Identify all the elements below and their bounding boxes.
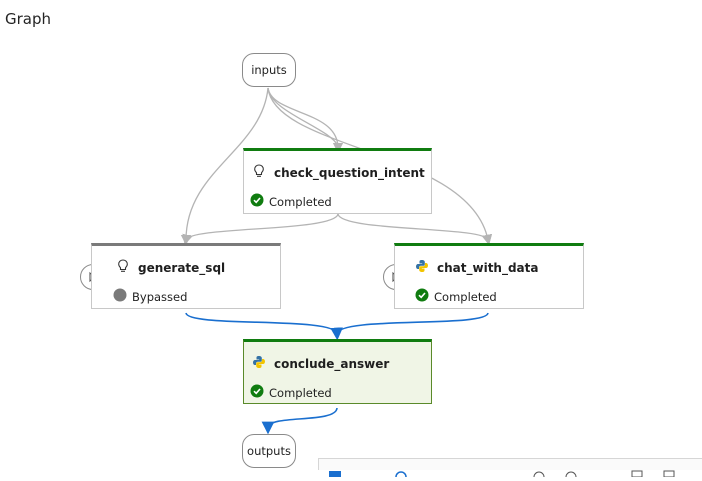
edge-conclude-outputs [261,407,338,435]
edge-generate-sql-conclude [185,312,343,341]
node-status: Completed [269,194,332,209]
inputs-node[interactable]: inputs [242,53,296,87]
check-circle-icon [250,193,264,210]
node-conclude-answer[interactable]: conclude_answer Completed [243,339,432,404]
graph-toolbar [318,458,702,481]
edge-check-intent-chat-data [337,213,492,246]
bypassed-status-icon [113,288,127,305]
node-name: chat_with_data [437,260,539,275]
node-status: Completed [434,289,497,304]
node-chat-with-data[interactable]: chat_with_data Completed [394,243,584,309]
outputs-node[interactable]: outputs [242,434,296,468]
lightbulb-icon [252,163,266,182]
node-name: check_question_intent [274,165,425,180]
python-icon [415,258,429,277]
check-circle-icon [250,384,264,401]
node-generate-sql[interactable]: generate_sql Bypassed [91,243,281,309]
node-status: Bypassed [132,289,188,304]
inputs-label: inputs [251,63,287,77]
edge-chat-data-conclude [336,312,489,335]
edge-inputs-check-intent [267,87,344,154]
node-name: conclude_answer [274,356,390,371]
check-circle-icon [415,288,429,305]
node-status: Completed [269,385,332,400]
edge-inputs-generate-sql [180,87,269,246]
python-icon [252,354,266,373]
page-title: Graph [5,10,52,28]
lightbulb-icon [116,258,130,277]
outputs-label: outputs [247,444,291,458]
edge-check-intent-generate-sql [182,213,339,245]
edge-inputs-check-intent-2 [267,87,339,147]
node-name: generate_sql [138,260,226,275]
node-check-question-intent[interactable]: check_question_intent Completed [243,148,432,214]
